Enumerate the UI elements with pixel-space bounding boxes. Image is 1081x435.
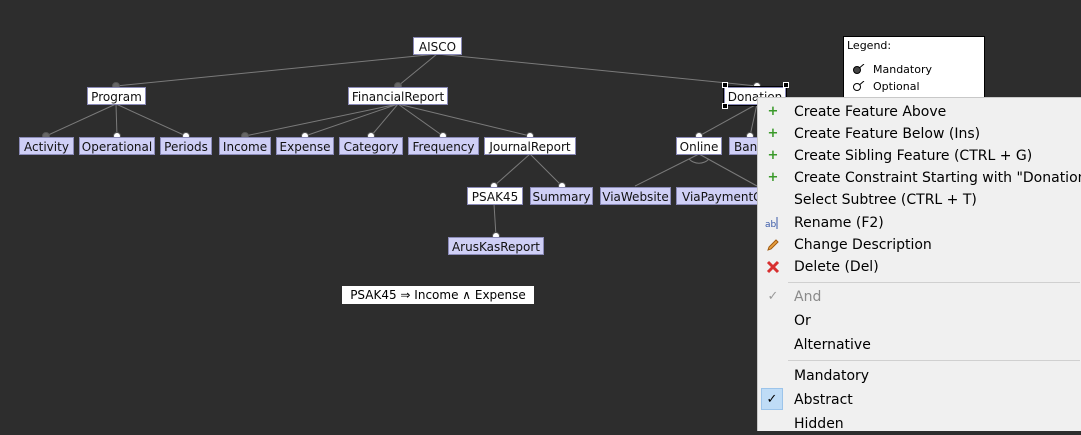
menu-delete[interactable]: Delete (Del) <box>758 256 1081 278</box>
pencil-icon <box>765 237 781 253</box>
selection-handle[interactable] <box>722 82 728 88</box>
legend: Legend: Mandatory Optional <box>843 36 985 100</box>
feature-program[interactable]: Program <box>87 87 146 105</box>
plus-icon: + <box>767 126 779 141</box>
feature-aisco[interactable]: AISCO <box>413 37 462 55</box>
menu-abstract[interactable]: ✓ Abstract <box>758 388 1081 411</box>
menu-select-subtree[interactable]: Select Subtree (CTRL + T) <box>794 192 977 208</box>
feature-aruskas-report[interactable]: ArusKasReport <box>448 237 544 255</box>
rename-icon: ab <box>765 215 781 231</box>
feature-operational[interactable]: Operational <box>79 137 155 155</box>
menu-alternative[interactable]: Alternative <box>794 337 871 353</box>
feature-category[interactable]: Category <box>339 137 403 155</box>
feature-psak45[interactable]: PSAK45 <box>467 187 523 205</box>
feature-periods[interactable]: Periods <box>160 137 212 155</box>
context-menu: + Create Feature Above + Create Feature … <box>757 97 1081 432</box>
selection-handle[interactable] <box>722 103 728 109</box>
delete-icon <box>765 259 781 275</box>
feature-via-payment[interactable]: ViaPaymentG <box>676 187 761 205</box>
check-icon: ✓ <box>761 388 783 410</box>
menu-and[interactable]: ✓ And <box>758 286 1081 308</box>
plus-icon: + <box>767 148 779 163</box>
plus-icon: + <box>767 104 779 119</box>
menu-rename[interactable]: ab Rename (F2) <box>765 215 884 231</box>
menu-separator <box>788 360 1080 361</box>
feature-expense[interactable]: Expense <box>276 137 334 155</box>
feature-income[interactable]: Income <box>219 137 271 155</box>
check-icon: ✓ <box>767 289 779 304</box>
feature-online[interactable]: Online <box>676 137 722 155</box>
mandatory-icon <box>853 64 865 74</box>
feature-frequency[interactable]: Frequency <box>408 137 479 155</box>
optional-icon <box>853 81 865 91</box>
menu-create-feature-above[interactable]: + Create Feature Above <box>758 101 1081 123</box>
feature-activity[interactable]: Activity <box>19 137 74 155</box>
menu-create-sibling-feature[interactable]: + Create Sibling Feature (CTRL + G) <box>758 145 1081 167</box>
menu-or[interactable]: Or <box>794 313 811 329</box>
menu-create-feature-below[interactable]: + Create Feature Below (Ins) <box>758 123 1081 145</box>
menu-separator <box>788 282 1080 283</box>
menu-create-constraint[interactable]: + Create Constraint Starting with "Donat… <box>758 167 1081 189</box>
feature-via-website[interactable]: ViaWebsite <box>600 187 671 205</box>
plus-icon: + <box>767 170 779 185</box>
feature-financial-report[interactable]: FinancialReport <box>348 87 448 105</box>
selection-handle[interactable] <box>783 82 789 88</box>
legend-title: Legend: <box>847 39 892 52</box>
menu-hidden[interactable]: Hidden <box>794 416 844 432</box>
menu-change-description[interactable]: Change Description <box>758 234 1081 256</box>
constraint-label[interactable]: PSAK45 ⇒ Income ∧ Expense <box>342 286 534 304</box>
menu-mandatory[interactable]: Mandatory <box>794 368 870 384</box>
svg-text:ab: ab <box>765 220 777 230</box>
feature-summary[interactable]: Summary <box>530 187 593 205</box>
feature-journal-report[interactable]: JournalReport <box>484 137 576 155</box>
